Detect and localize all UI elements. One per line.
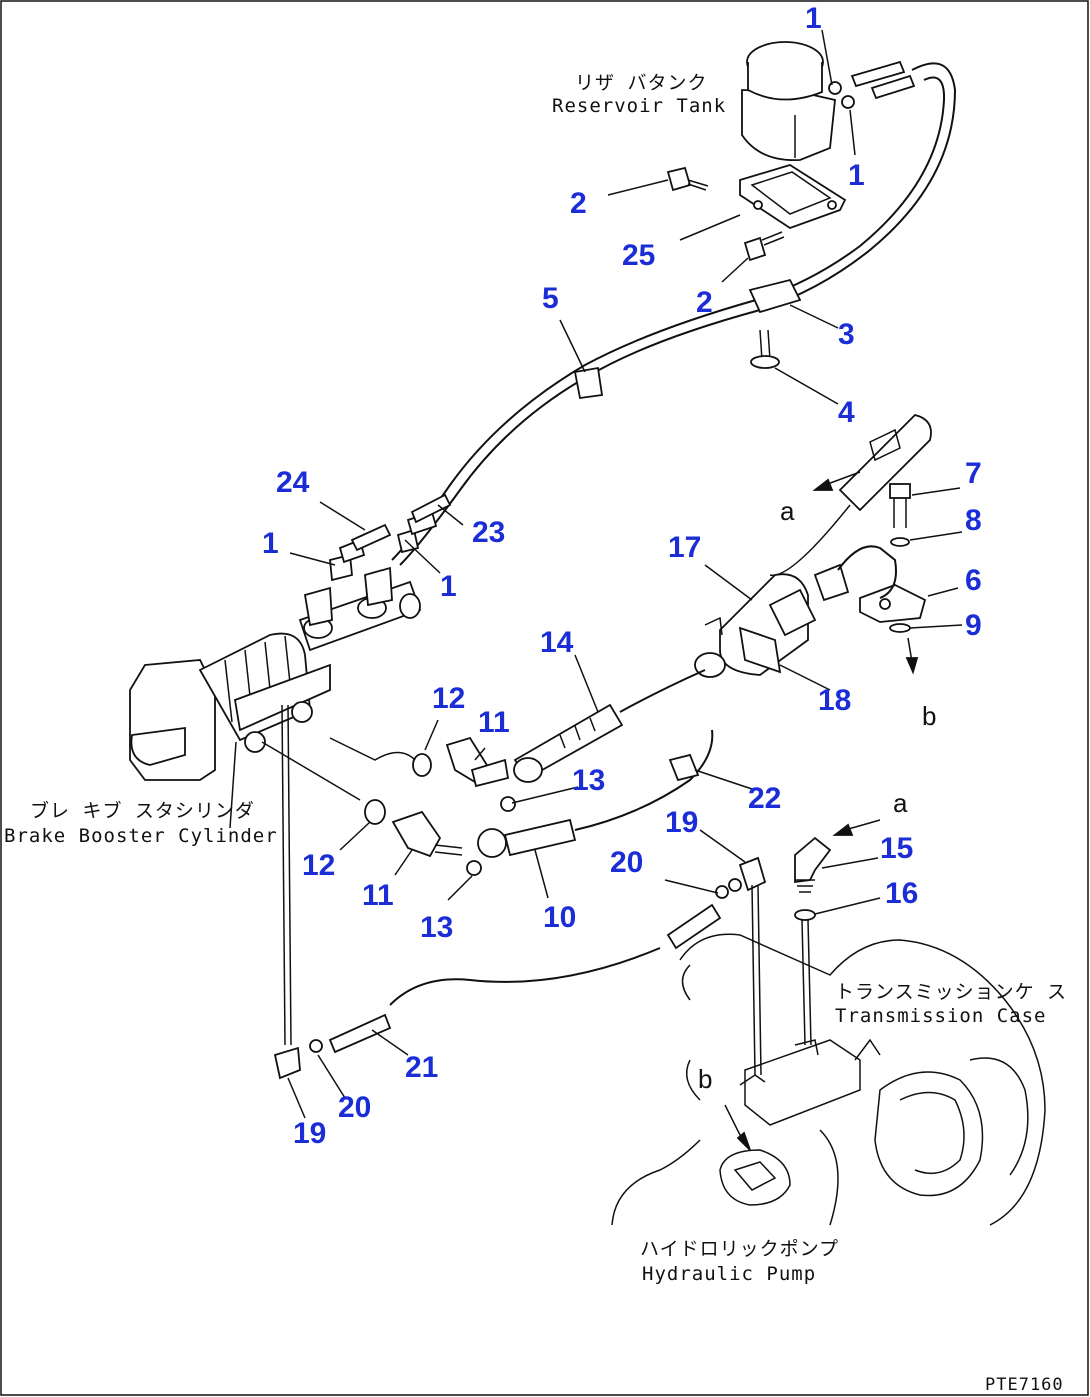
- callout-label: 6: [965, 564, 982, 597]
- callout-label: 22: [748, 782, 781, 815]
- leader-lines: [229, 29, 963, 1119]
- reservoir-tank-caption: Reservoir Tank: [552, 95, 726, 117]
- component-captions: リザ バタンク Reservoir Tank ブレ キブ スタシリンダ Brak…: [4, 72, 1067, 1285]
- connection-letter-a: a: [893, 788, 908, 818]
- o-ring-9: [889, 623, 911, 633]
- reservoir-return-hose: [391, 62, 957, 566]
- callout-label: 13: [572, 764, 605, 797]
- callout-label: 1: [440, 570, 457, 603]
- callout-label: 24: [276, 466, 310, 499]
- callout-label: 12: [302, 849, 335, 882]
- callout-label: 19: [293, 1117, 326, 1150]
- callout-label: 20: [610, 846, 643, 879]
- elbow-11-upper: [445, 736, 510, 788]
- callout-label: 3: [838, 318, 855, 351]
- transmission-case: [679, 933, 1046, 1226]
- valve-assembly-17: [694, 545, 897, 678]
- callout-label: 15: [880, 832, 913, 865]
- callout-label: 10: [543, 901, 576, 934]
- hydraulic-pump: [611, 1059, 839, 1226]
- callout-label: 1: [262, 527, 279, 560]
- leader-cylinder-lower: [261, 741, 361, 801]
- part-callouts: 1 1 2 25 2 5 3 4 7 8 6 9 24 23 1 1 17 14…: [262, 2, 982, 1150]
- connection-letter-b: b: [922, 701, 936, 731]
- callout-label: 19: [665, 806, 698, 839]
- flange-6: [859, 584, 927, 623]
- elbow-19-upper: [715, 856, 767, 899]
- brake-booster-caption: Brake Booster Cylinder: [4, 825, 278, 847]
- leader-cylinder-upper: [329, 737, 416, 761]
- hydraulic-pump-caption-jp: ハイドロリックポンプ: [640, 1238, 839, 1260]
- clamp-bolt-4: [750, 329, 780, 369]
- callout-label: 16: [885, 877, 918, 910]
- drawing-code: PTE7160: [985, 1375, 1064, 1395]
- hose-21-lower-end: [328, 1013, 392, 1054]
- washer-8: [890, 537, 910, 547]
- flange-bolt-7: [889, 483, 911, 528]
- callout-label: 21: [405, 1051, 438, 1084]
- connection-letters: a b a b: [698, 496, 936, 1094]
- callout-label: 20: [338, 1091, 371, 1124]
- callout-label: 7: [965, 457, 982, 490]
- leader-rod-19: [751, 884, 762, 1076]
- clamp-22: [668, 753, 700, 782]
- hose-21-upper-end: [666, 903, 722, 950]
- callout-label: 14: [540, 626, 574, 659]
- callout-label: 13: [420, 911, 453, 944]
- callout-label: 12: [432, 682, 465, 715]
- brake-booster-caption-jp: ブレ キブ スタシリンダ: [30, 799, 255, 822]
- hose-10: [477, 729, 714, 858]
- callout-label: 25: [622, 239, 655, 272]
- hose-clamp-5: [573, 366, 604, 400]
- hydraulic-pump-caption: Hydraulic Pump: [642, 1263, 816, 1285]
- callout-label: 11: [362, 879, 394, 912]
- short-hose-24: [350, 523, 392, 552]
- callout-label: 17: [668, 531, 701, 564]
- reservoir-tank: [741, 41, 855, 161]
- callout-label: 1: [848, 159, 865, 192]
- connection-letter-a: a: [780, 496, 795, 526]
- connection-letter-b: b: [698, 1064, 712, 1094]
- upper-right-tube: [838, 414, 932, 512]
- nut-13-lower: [466, 860, 482, 876]
- elbow-11-lower: [391, 810, 463, 858]
- elbow-19-lower: [273, 1039, 323, 1080]
- bolt-lower: [743, 231, 785, 262]
- o-ring-12-lower: [364, 799, 386, 825]
- callout-label: 23: [472, 516, 505, 549]
- bracket-rod: [281, 704, 292, 1046]
- transmission-case-caption: Transmission Case: [835, 1005, 1046, 1027]
- callout-label: 4: [838, 396, 855, 429]
- callout-label: 18: [818, 684, 851, 717]
- reservoir-bracket: [739, 164, 847, 229]
- line-a-connection: [769, 504, 851, 576]
- hose-fitting-top: [850, 60, 916, 100]
- callout-label: 2: [570, 187, 587, 220]
- hose-21: [389, 947, 661, 1006]
- reservoir-tank-caption-jp: リザ バタンク: [575, 72, 707, 94]
- o-ring-16: [794, 909, 816, 921]
- bolt-upper: [666, 166, 709, 192]
- hose-clamp-3: [748, 278, 802, 314]
- hose-14: [513, 669, 706, 783]
- elbow-15: [794, 836, 832, 893]
- short-hose-23: [410, 493, 452, 524]
- callout-label: 9: [965, 609, 982, 642]
- transmission-case-caption-jp: トランスミッションケ ス: [835, 981, 1067, 1003]
- o-ring-12-upper: [412, 753, 432, 777]
- leader-rod-16: [801, 919, 812, 1046]
- arrow-a-upper: [824, 471, 861, 486]
- arrow-a-lower: [844, 819, 881, 831]
- nut-13-upper: [500, 796, 516, 812]
- callout-label: 11: [478, 706, 510, 739]
- callout-label: 5: [542, 282, 559, 315]
- brake-booster-cylinder: [129, 566, 422, 781]
- callout-label: 1: [805, 2, 822, 35]
- callout-label: 8: [965, 504, 982, 537]
- callout-label: 2: [696, 286, 713, 319]
